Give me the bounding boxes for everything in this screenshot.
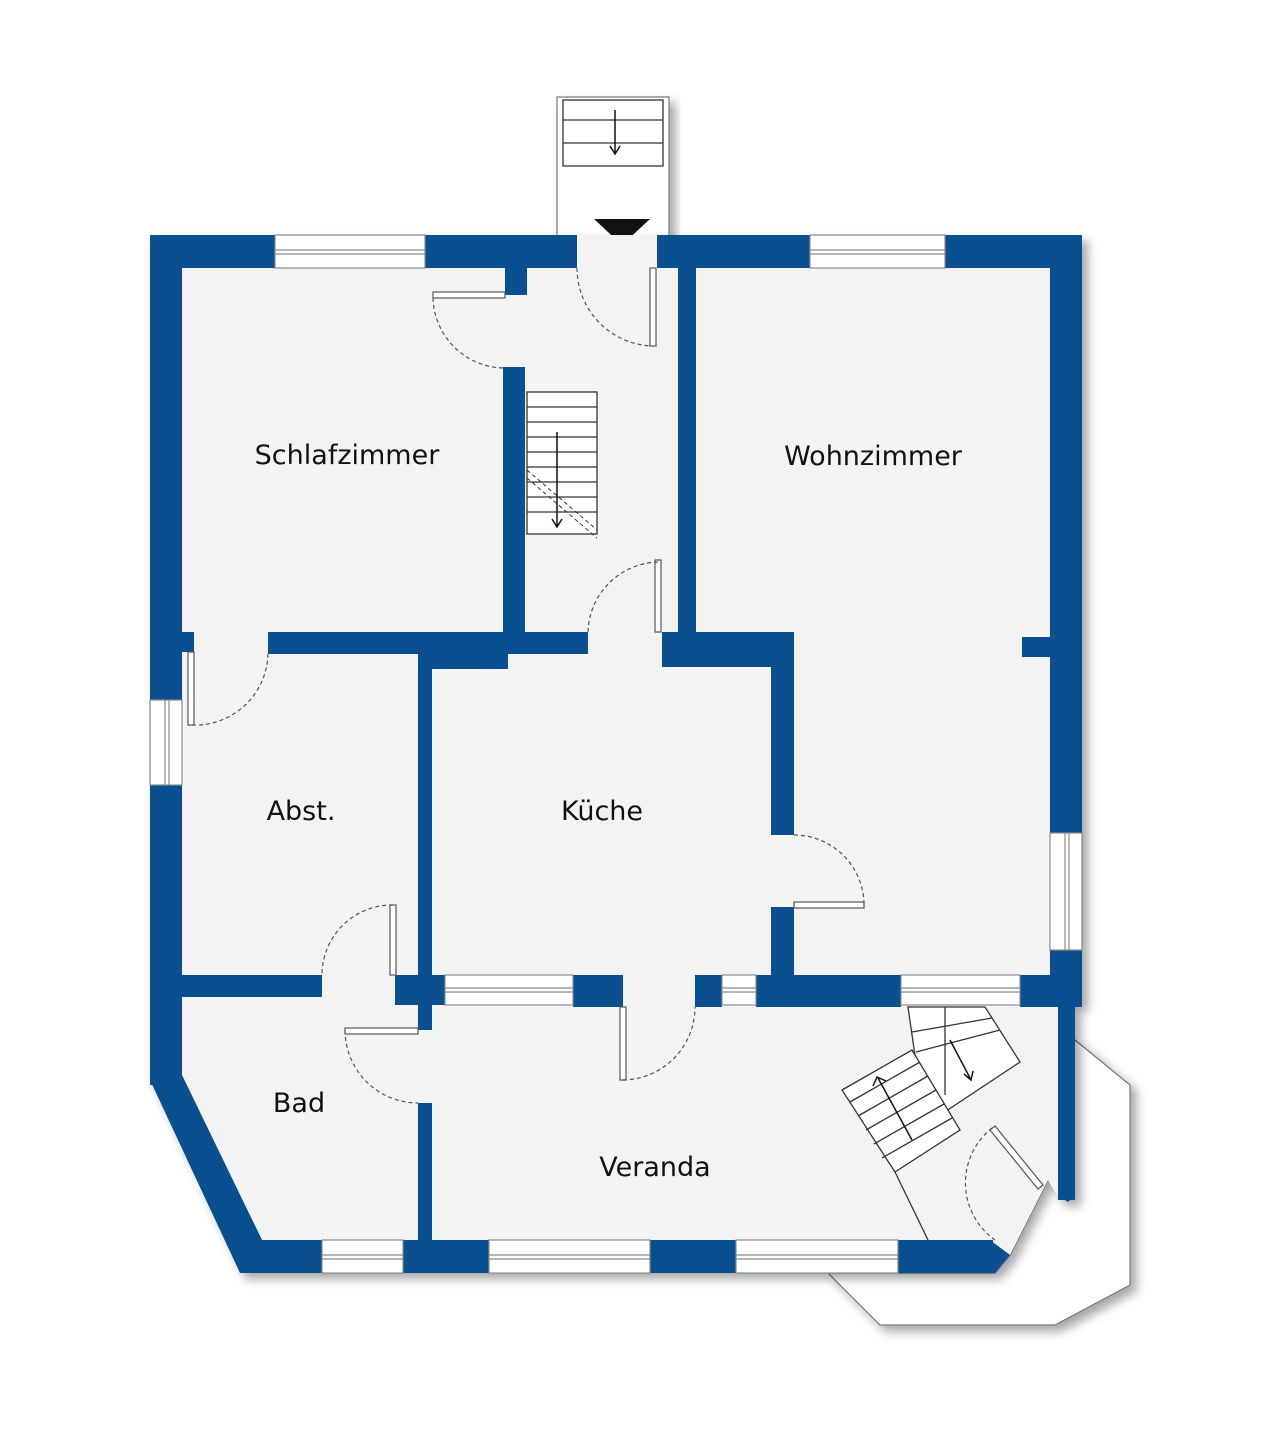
doors — [187, 267, 1044, 1241]
room-label-kueche: Küche — [561, 796, 643, 827]
room-label-abst: Abst. — [267, 796, 336, 827]
entrance-stair-steps — [562, 99, 664, 167]
floor-area — [150, 235, 1082, 1273]
room-label-schlafzimmer: Schlafzimmer — [255, 440, 441, 471]
windows — [149, 234, 1083, 1274]
veranda-stair — [841, 1006, 1021, 1241]
room-label-wohnzimmer: Wohnzimmer — [784, 441, 963, 472]
entrance-triangle-icon — [594, 219, 650, 245]
room-label-bad: Bad — [273, 1088, 325, 1119]
inner-stair — [526, 391, 598, 539]
room-label-veranda: Veranda — [599, 1152, 710, 1183]
walls — [150, 235, 1082, 1273]
